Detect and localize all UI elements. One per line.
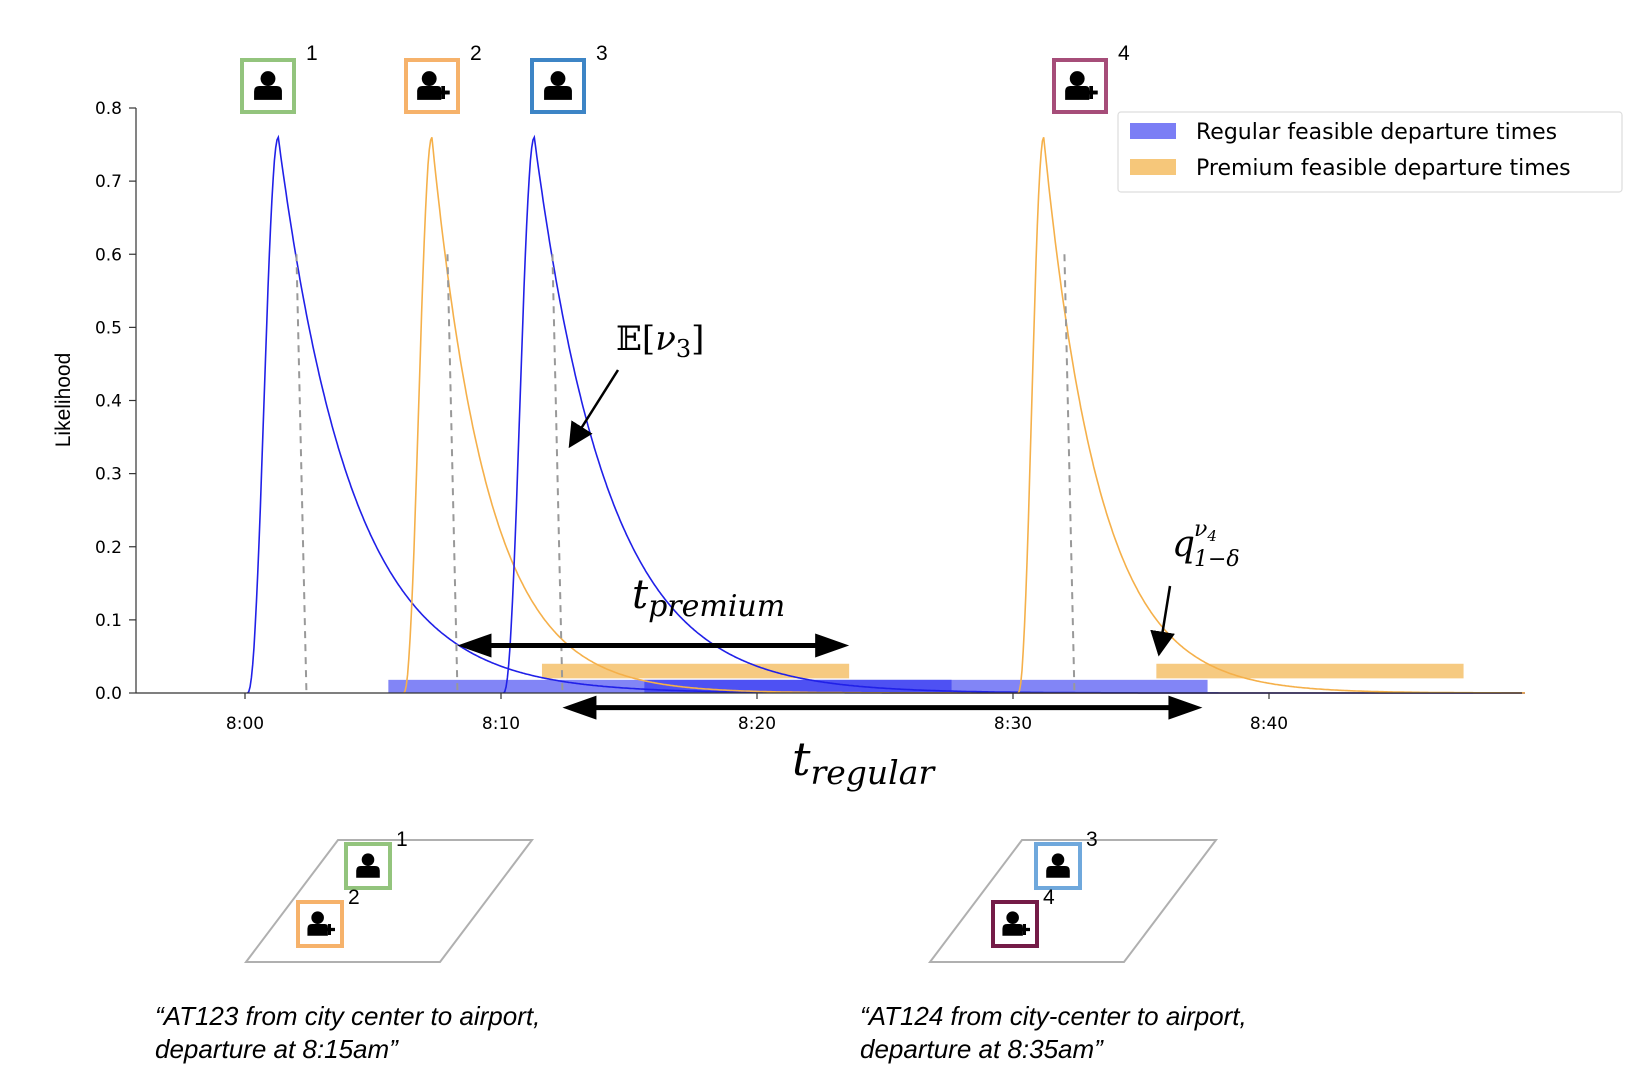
x-tick-label: 8:30 [994, 714, 1032, 734]
passenger-number: 4 [1043, 886, 1055, 909]
vehicle-passenger-3: 3 [1034, 828, 1098, 890]
band-premium [1156, 663, 1464, 679]
legend-label-premium: Premium feasible departure times [1196, 156, 1571, 181]
legend-swatch-premium [1130, 159, 1176, 175]
likelihood-curves [246, 134, 1525, 694]
x-tick-label: 8:00 [226, 714, 264, 734]
vehicle-passenger-2: 2 [296, 886, 360, 948]
legend-frame [1117, 111, 1623, 193]
expected-line-3 [551, 254, 564, 694]
quantile-annotation-sub: 1−δ [1194, 547, 1240, 572]
y-tick-label: 0.8 [95, 99, 122, 119]
time-interval-arrows: tpremium [457, 572, 1203, 720]
expected-value-lines [295, 254, 1076, 694]
passenger-number: 1 [396, 828, 408, 851]
y-tick-label: 0.5 [95, 318, 122, 338]
y-tick-label: 0.7 [95, 172, 122, 192]
interval-head-left [457, 633, 492, 658]
interval-premium [457, 633, 850, 658]
passenger-number: 3 [596, 42, 608, 65]
band-premium [541, 663, 850, 679]
x-tick-label: 8:10 [482, 714, 520, 734]
feasible-bands [388, 663, 1464, 693]
top-passenger-4: 4 [1052, 42, 1130, 114]
expected-line-4 [1063, 254, 1076, 694]
vehicle-passenger-1: 1 [344, 828, 408, 890]
passenger-number: 2 [348, 886, 360, 909]
passenger-number: 3 [1086, 828, 1098, 851]
quantile-arrow [1150, 585, 1175, 657]
passenger-number: 2 [470, 42, 482, 65]
y-tick-label: 0.6 [95, 245, 122, 265]
expected-line-1 [295, 254, 308, 694]
x-axis-title: tregular [792, 732, 936, 792]
interval-head-right [1168, 695, 1203, 720]
passenger-frame [344, 842, 392, 890]
vehicle-caption-2: “AT124 from city-center to airport, depa… [860, 1001, 1247, 1064]
expected-value-annotation: 𝔼[ν3] [616, 319, 704, 363]
interval-head-right [815, 633, 850, 658]
passenger-icons: 1 2 3 4 [240, 42, 1130, 114]
top-passenger-3: 3 [530, 42, 608, 114]
legend-label-regular: Regular feasible departure times [1196, 120, 1557, 145]
tick-labels: 0.0 0.1 0.2 0.3 0.4 0.5 0.6 0.7 0.8 8:00 8:10 8:20 8… [95, 99, 1288, 734]
vehicle-passenger-4: 4 [991, 886, 1055, 948]
passenger-number: 4 [1118, 42, 1130, 65]
y-tick-label: 0.2 [95, 538, 122, 558]
top-passenger-1: 1 [240, 42, 318, 114]
x-tick-label: 8:20 [738, 714, 776, 734]
quantile-annotation: q [1172, 524, 1195, 565]
y-tick-label: 0.4 [95, 392, 122, 412]
vehicle-caption-1: “AT123 from city center to airport, depa… [155, 1001, 541, 1064]
t-premium-label: tpremium [632, 572, 785, 624]
passenger-number: 1 [306, 42, 318, 65]
quantile-annotation-sup: ν4 [1194, 517, 1217, 545]
interval-regular [562, 695, 1203, 720]
x-tick-label: 8:40 [1250, 714, 1288, 734]
expected-value-arrow [568, 369, 620, 449]
y-tick-label: 0.0 [95, 684, 122, 704]
y-axis-title: Likelihood [52, 353, 75, 448]
axes [135, 108, 1522, 694]
curve-passenger-2 [403, 136, 1525, 694]
vehicle-1: 12 [243, 828, 535, 963]
legend-swatch-regular [1130, 123, 1176, 139]
curve-passenger-4 [1017, 137, 1525, 694]
top-passenger-2: 2 [404, 42, 482, 114]
y-tick-label: 0.1 [95, 611, 122, 631]
expected-line-2 [446, 254, 459, 694]
legend: Regular feasible departure times Premium… [1117, 111, 1623, 193]
vehicle-2: 34 [927, 828, 1219, 963]
interval-head-left [562, 695, 597, 720]
curve-passenger-1 [246, 134, 1525, 694]
y-tick-label: 0.3 [95, 465, 122, 485]
